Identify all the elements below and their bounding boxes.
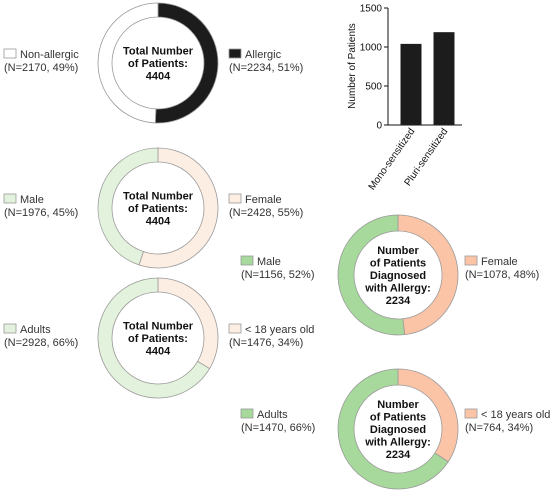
legend-swatch [464, 408, 478, 419]
donut-slice-adults [337, 368, 449, 490]
legend-swatch [240, 255, 254, 266]
legend-swatch [464, 255, 478, 266]
legend-detail: (N=2170, 49%) [4, 62, 78, 74]
donut-slice-male [97, 147, 159, 266]
y-tick-label: 0 [376, 121, 382, 132]
legend-swatch [3, 48, 17, 59]
legend-swatch [228, 323, 242, 334]
legend-swatch [3, 193, 17, 204]
legend-detail: (N=1078, 48%) [465, 269, 539, 281]
donut-center-label: Number [377, 399, 419, 411]
legend-label: Male [20, 194, 44, 206]
legend-swatch [3, 323, 17, 334]
donut-slice-male [337, 214, 406, 336]
donut-center-label: with Allergy: [364, 437, 431, 449]
y-tick-label: 1500 [360, 4, 383, 15]
legend-swatch [228, 48, 242, 59]
legend-label: Male [257, 256, 281, 268]
legend-detail: (N=764, 34%) [465, 422, 533, 434]
legend-detail: (N=1156, 52%) [241, 269, 314, 281]
donut-center-label: of Patients: [128, 333, 188, 345]
donut-center-label: 4404 [146, 71, 171, 83]
legend-label: Female [481, 256, 518, 268]
y-axis-title: Number of Patients [347, 23, 358, 109]
donut-center-label: of Patients: [128, 58, 188, 70]
legend-detail: (N=1476, 34%) [229, 337, 303, 349]
legend-swatch [240, 408, 254, 419]
donut-center-label: of Patients [370, 412, 426, 424]
donut-center-label: Total Number [123, 46, 194, 58]
donut-center-label: Diagnosed [370, 424, 426, 436]
legend-detail: (N=2234, 51%) [229, 62, 303, 74]
legend-label: Allergic [245, 49, 282, 61]
donut-center-label: Total Number [123, 191, 194, 203]
donut-slice-adults [97, 277, 211, 399]
donut-slice-non-allergic [97, 2, 159, 124]
donut-center-label: 4404 [146, 346, 171, 358]
legend-label: Female [245, 194, 282, 206]
donut-center-label: Total Number [123, 321, 194, 333]
legend-detail: (N=2428, 55%) [229, 207, 303, 219]
legend-label: Adults [20, 324, 51, 336]
donut-center-label: Diagnosed [370, 270, 426, 282]
legend-label: < 18 years old [481, 409, 550, 421]
legend-swatch [228, 193, 242, 204]
legend-label: Adults [257, 409, 288, 421]
donut-center-label: of Patients [370, 258, 426, 270]
donut-center-label: with Allergy: [364, 283, 431, 295]
donut-center-label: of Patients: [128, 203, 188, 215]
legend-label: < 18 years old [245, 324, 314, 336]
legend-label: Non-allergic [20, 49, 79, 61]
legend-detail: (N=1470, 66%) [241, 422, 315, 434]
y-tick-label: 1000 [360, 43, 383, 54]
bar-mono-sensitized [400, 43, 422, 125]
bar-chart-sensitization: 050010001500Mono-sensitizedPluri-sensiti… [347, 4, 462, 192]
donut-center-label: 2234 [386, 295, 411, 307]
legend-detail: (N=2928, 66%) [4, 337, 78, 349]
y-tick-label: 500 [365, 82, 382, 93]
bar-pluri-sensitized [433, 32, 455, 125]
donut-center-label: Number [377, 245, 419, 257]
donut-center-label: 4404 [146, 216, 171, 228]
legend-detail: (N=1976, 45%) [4, 207, 78, 219]
donut-center-label: 2234 [386, 449, 411, 461]
